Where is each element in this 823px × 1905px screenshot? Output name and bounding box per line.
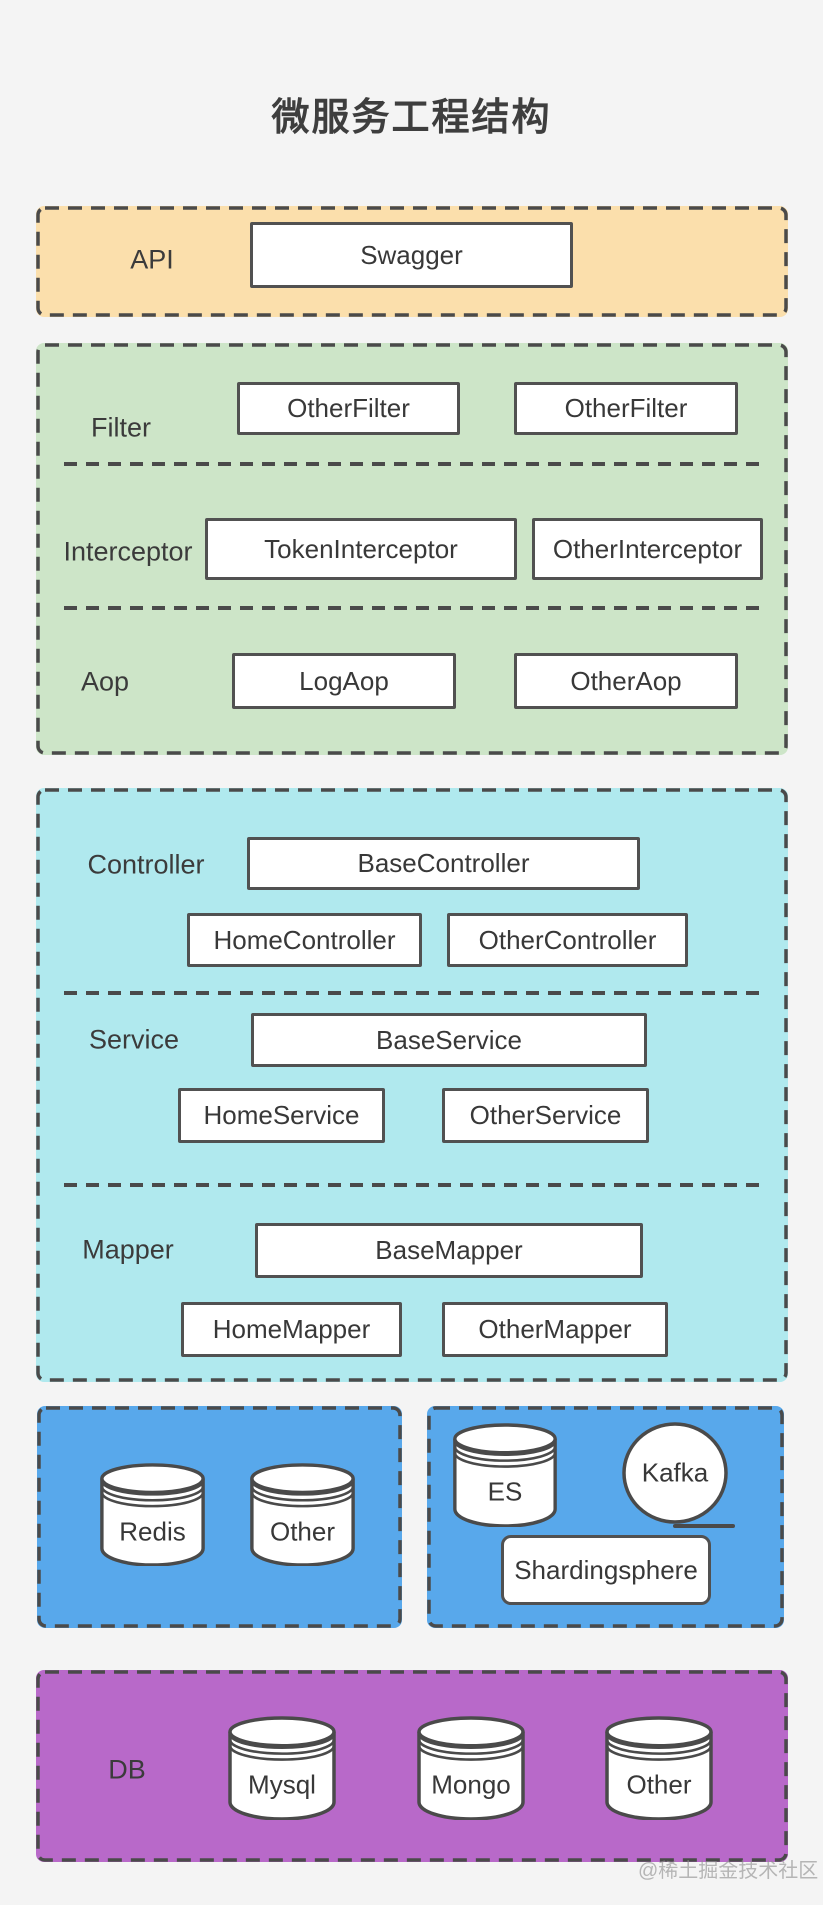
dashed-separator xyxy=(64,1183,764,1187)
database-cylinder-icon xyxy=(605,1716,713,1820)
other-cylinder: Other xyxy=(248,1462,357,1566)
base-mapper-box: BaseMapper xyxy=(255,1223,643,1278)
dashed-separator xyxy=(64,606,764,610)
redis-cylinder: Redis xyxy=(98,1462,207,1566)
mysql-cylinder: Mysql xyxy=(226,1715,338,1820)
db-label: DB xyxy=(108,1754,146,1785)
database-cylinder-icon xyxy=(228,1716,336,1820)
home-mapper-box: HomeMapper xyxy=(181,1302,402,1357)
shardingsphere-box: Shardingsphere xyxy=(501,1535,711,1605)
database-cylinder-icon xyxy=(453,1423,557,1527)
controller-label: Controller xyxy=(87,849,205,880)
other-controller-box: OtherController xyxy=(447,913,688,967)
filter-label: Filter xyxy=(91,412,151,443)
home-controller-box: HomeController xyxy=(187,913,422,967)
other-db-cylinder: Other xyxy=(603,1715,715,1820)
mongo-label: Mongo xyxy=(431,1769,511,1800)
other-middleware-label: Other xyxy=(269,1516,336,1547)
section-middleware-right: ES Kafka Shardingsphere xyxy=(427,1406,784,1628)
es-label: ES xyxy=(487,1476,523,1507)
swagger-box: Swagger xyxy=(250,222,573,288)
kafka-label: Kafka xyxy=(641,1457,709,1488)
mongo-cylinder: Mongo xyxy=(415,1715,527,1820)
service-label: Service xyxy=(88,1024,180,1055)
mapper-label: Mapper xyxy=(82,1234,174,1265)
base-controller-box: BaseController xyxy=(247,837,640,890)
kafka-underline xyxy=(673,1524,735,1528)
page-title: 微服务工程结构 xyxy=(271,97,552,139)
redis-label: Redis xyxy=(119,1516,186,1547)
other-mapper-box: OtherMapper xyxy=(442,1302,668,1357)
other-db-label: Other xyxy=(626,1769,692,1800)
kafka-circle: Kafka xyxy=(621,1421,729,1525)
section-middleware-left: Redis Other xyxy=(37,1406,402,1628)
es-cylinder: ES xyxy=(451,1422,559,1527)
log-aop-box: LogAop xyxy=(232,653,456,709)
token-interceptor-box: TokenInterceptor xyxy=(205,518,517,580)
database-cylinder-icon xyxy=(250,1463,355,1566)
base-service-box: BaseService xyxy=(251,1013,647,1067)
mysql-label: Mysql xyxy=(248,1769,316,1800)
home-service-box: HomeService xyxy=(178,1088,385,1143)
watermark: @稀土掘金技术社区 xyxy=(638,1860,819,1882)
aop-label: Aop xyxy=(80,666,130,697)
database-cylinder-icon xyxy=(417,1716,525,1820)
other-filter-box-1: OtherFilter xyxy=(237,382,460,435)
interceptor-label: Interceptor xyxy=(63,536,193,567)
api-label: API xyxy=(130,244,174,275)
other-aop-box: OtherAop xyxy=(514,653,738,709)
section-api: API Swagger xyxy=(36,206,788,317)
section-web-layer: Filter OtherFilter OtherFilter Intercept… xyxy=(36,343,788,755)
section-mvc-layer: Controller BaseController HomeController… xyxy=(36,788,788,1382)
dashed-separator xyxy=(64,991,764,995)
dashed-separator xyxy=(64,462,764,466)
section-db: DB Mysql Mongo xyxy=(36,1670,788,1862)
other-filter-box-2: OtherFilter xyxy=(514,382,738,435)
other-service-box: OtherService xyxy=(442,1088,649,1143)
other-interceptor-box: OtherInterceptor xyxy=(532,518,763,580)
database-cylinder-icon xyxy=(100,1463,205,1566)
